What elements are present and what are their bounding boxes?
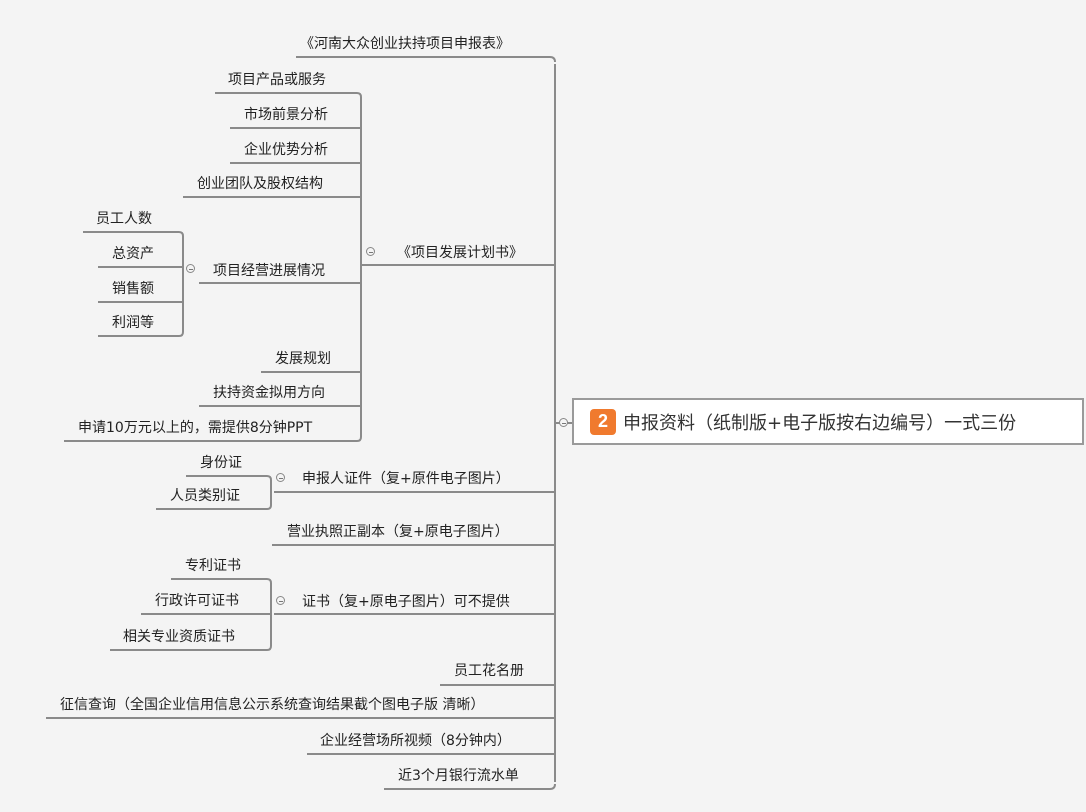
topic-bank-statement[interactable]: 近3个月银行流水单 [398,768,519,784]
topic-total-assets[interactable]: 总资产 [112,246,154,262]
topic-ppt-requirement[interactable]: 申请10万元以上的，需提供8分钟PPT [78,420,313,436]
root-topic[interactable]: 2 申报资料（纸制版+电子版按右边编号）一式三份 [572,398,1084,445]
topic-development-plan[interactable]: 发展规划 [275,351,331,367]
collapse-toggle-id-docs[interactable] [276,473,285,482]
topic-admin-permit[interactable]: 行政许可证书 [155,593,239,609]
topic-henan-form[interactable]: 《河南大众创业扶持项目申报表》 [300,36,510,52]
topic-team-equity[interactable]: 创业团队及股权结构 [197,176,323,192]
topic-staff-count[interactable]: 员工人数 [96,211,152,227]
collapse-toggle-progress[interactable] [186,264,195,273]
collapse-toggle-root[interactable] [559,418,568,427]
root-topic-label: 申报资料（纸制版+电子版按右边编号）一式三份 [623,412,1017,434]
topic-product-service[interactable]: 项目产品或服务 [228,72,326,88]
topic-id-documents[interactable]: 申报人证件（复+原件电子图片） [302,471,510,487]
topic-advantage-analysis[interactable]: 企业优势分析 [244,142,328,158]
topic-patent-cert[interactable]: 专利证书 [185,558,241,574]
priority-badge: 2 [590,408,616,435]
topic-staff-roster[interactable]: 员工花名册 [454,663,524,679]
topic-site-video[interactable]: 企业经营场所视频（8分钟内） [320,733,511,749]
topic-id-card[interactable]: 身份证 [200,455,242,471]
topic-market-analysis[interactable]: 市场前景分析 [244,107,328,123]
topic-project-plan[interactable]: 《项目发展计划书》 [397,245,523,261]
collapse-toggle-certs[interactable] [276,596,285,605]
topic-qualification-cert[interactable]: 相关专业资质证书 [123,629,235,645]
topic-personnel-category[interactable]: 人员类别证 [170,488,240,504]
topic-sales[interactable]: 销售额 [112,281,154,297]
topic-operation-progress[interactable]: 项目经营进展情况 [213,263,325,279]
topic-business-license[interactable]: 营业执照正副本（复+原电子图片） [287,524,509,540]
topic-profit[interactable]: 利润等 [112,315,154,331]
collapse-toggle-plan[interactable] [366,247,375,256]
topic-fund-usage[interactable]: 扶持资金拟用方向 [213,385,325,401]
topic-credit-inquiry[interactable]: 征信查询（全国企业信用信息公示系统查询结果截个图电子版 清晰） [60,697,485,713]
topic-certificates[interactable]: 证书（复+原电子图片）可不提供 [302,594,510,610]
